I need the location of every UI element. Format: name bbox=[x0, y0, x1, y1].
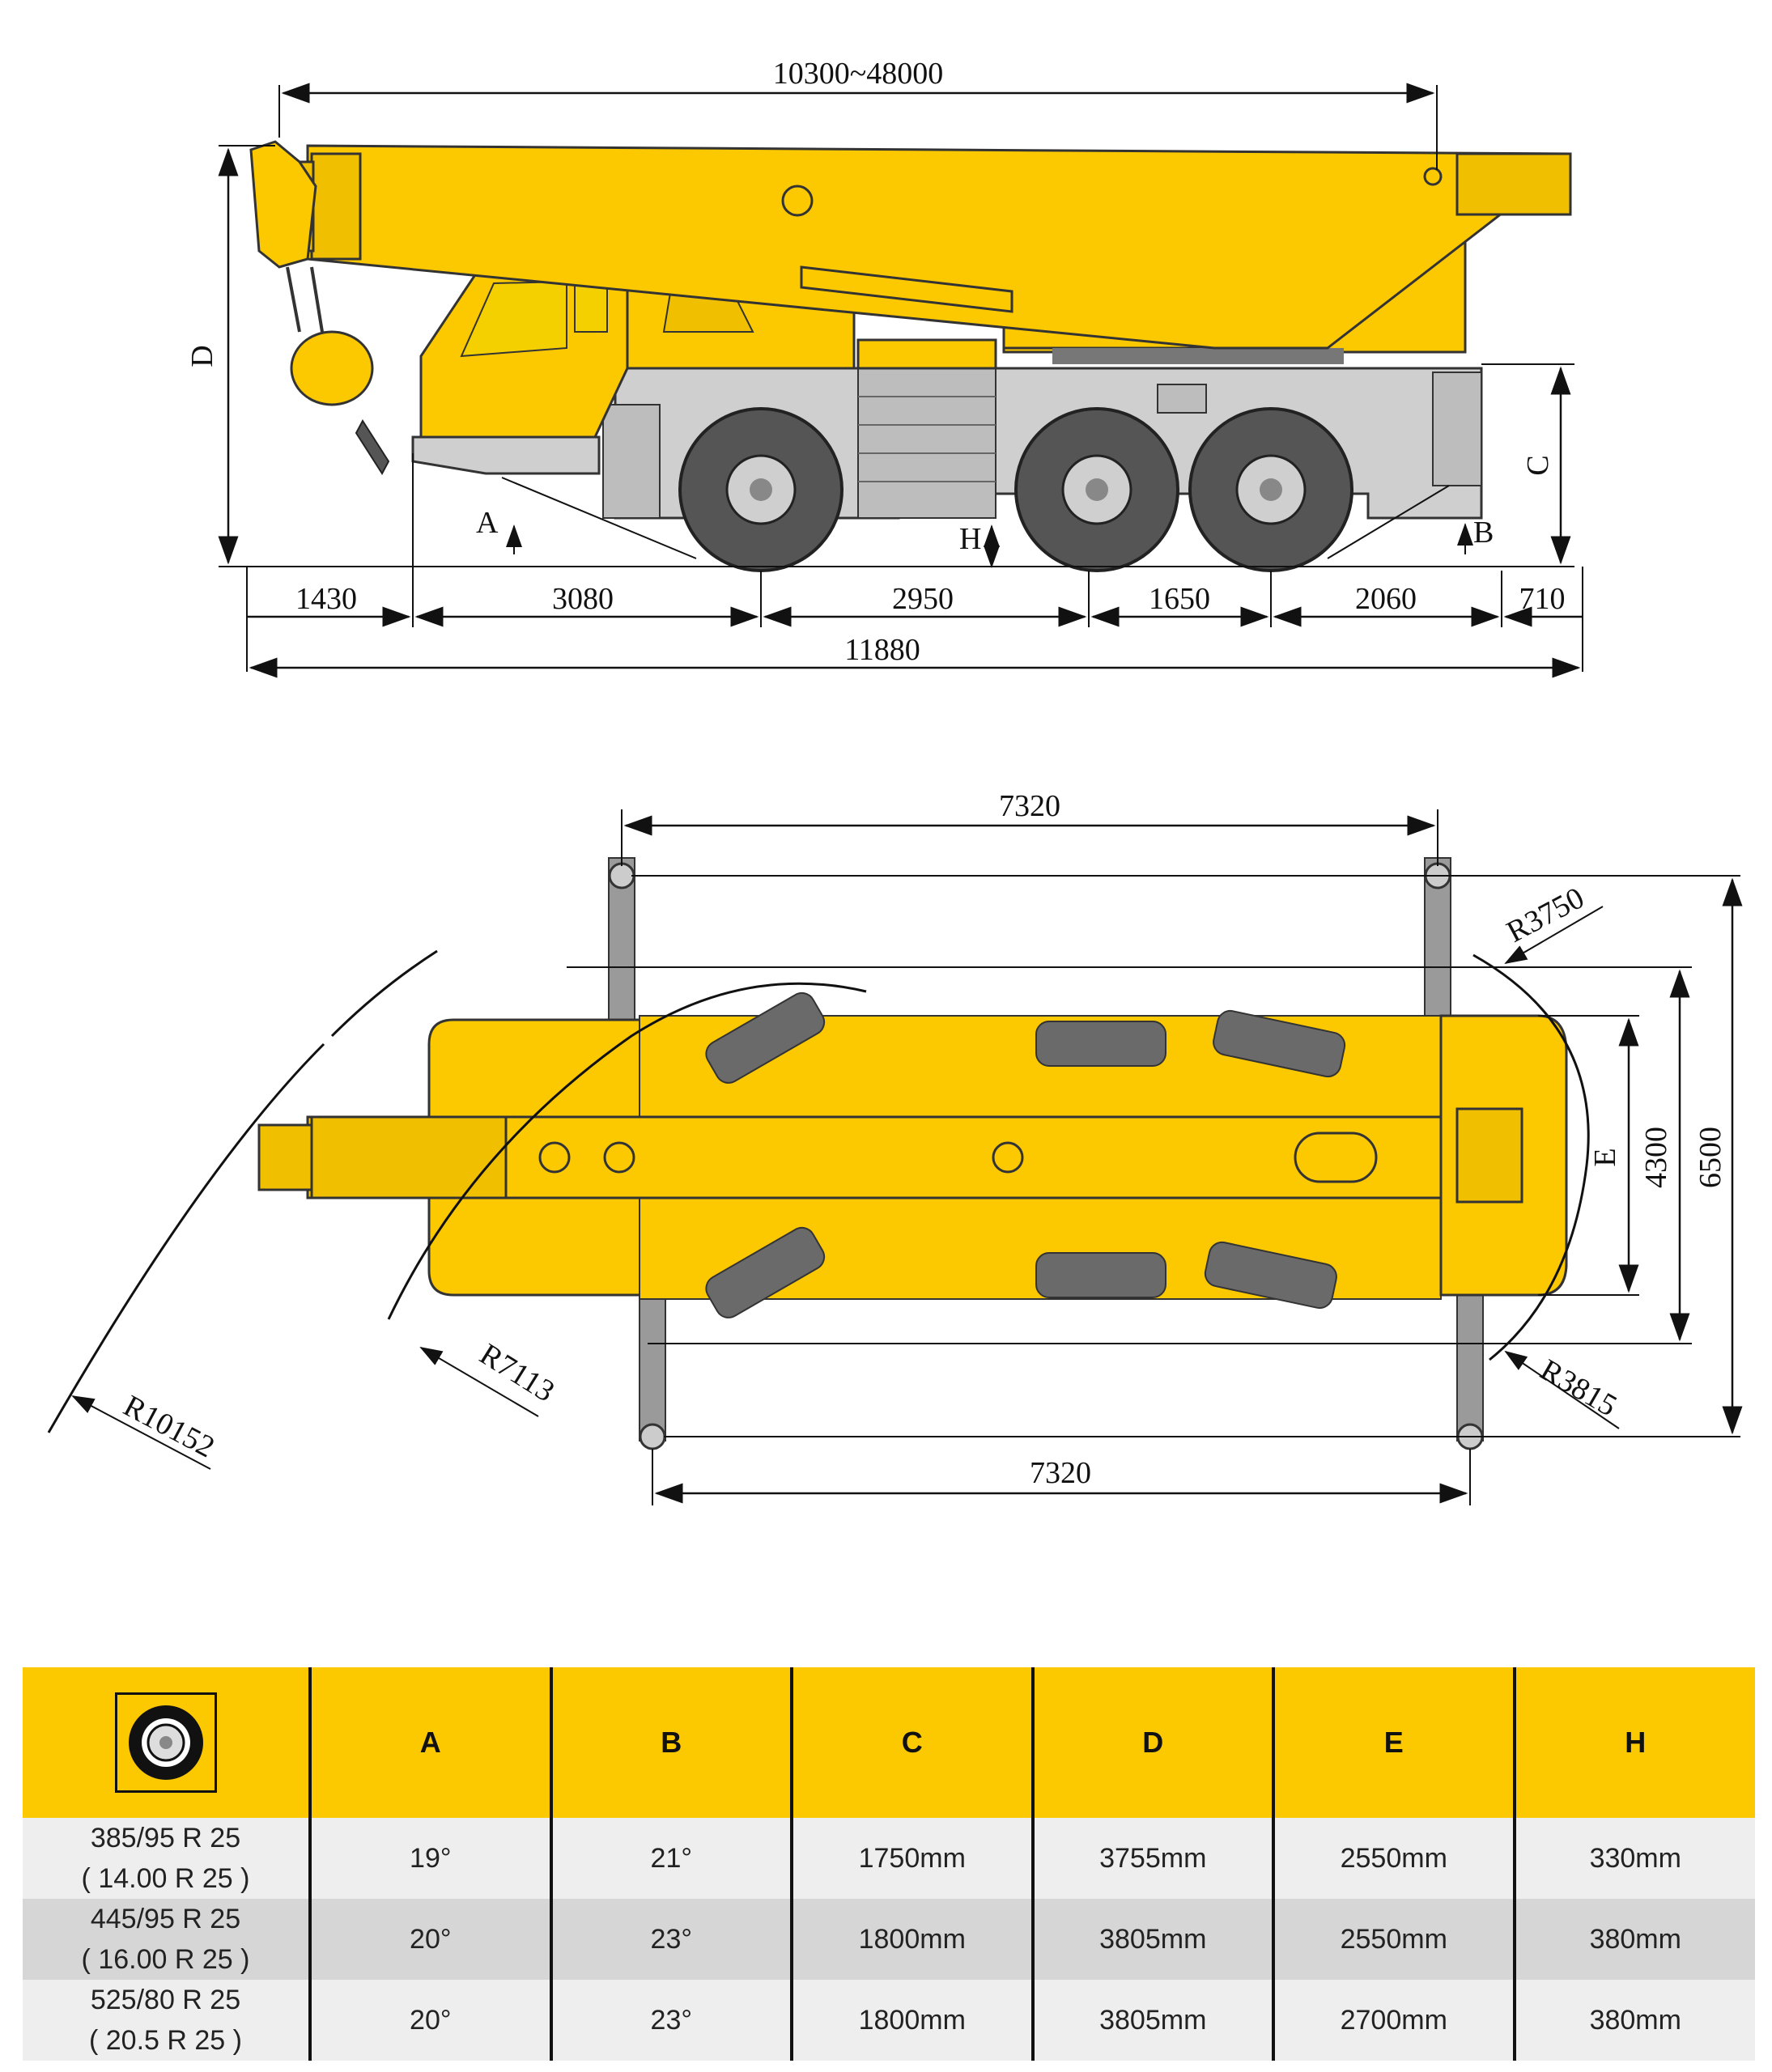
tire-icon bbox=[114, 1692, 217, 1793]
tire-header bbox=[23, 1667, 310, 1818]
cell-e: 2550mm bbox=[1272, 1899, 1515, 1980]
cell-d: 3805mm bbox=[1030, 1980, 1273, 2061]
label-width-4300: 4300 bbox=[1639, 1127, 1673, 1188]
label-710: 710 bbox=[1519, 582, 1566, 616]
cell-a: 19° bbox=[308, 1818, 551, 1899]
tire-size-cell: 445/95 R 25( 16.00 R 25 ) bbox=[23, 1899, 310, 1980]
wheel-2 bbox=[1014, 407, 1179, 572]
label-width-6500: 6500 bbox=[1693, 1127, 1727, 1188]
cell-b: 21° bbox=[549, 1818, 792, 1899]
cell-h: 330mm bbox=[1512, 1818, 1755, 1899]
outriggers bbox=[608, 857, 1484, 1450]
hook-block bbox=[249, 140, 390, 475]
cell-b: 23° bbox=[549, 1899, 792, 1980]
tire-size-cell: 385/95 R 25( 14.00 R 25 ) bbox=[23, 1818, 310, 1899]
cell-d: 3805mm bbox=[1030, 1899, 1273, 1980]
header-a: A bbox=[308, 1667, 551, 1818]
label-2060: 2060 bbox=[1355, 582, 1417, 616]
header-e: E bbox=[1272, 1667, 1515, 1818]
cell-a: 20° bbox=[308, 1899, 551, 1980]
dim-boom-range: 10300~48000 bbox=[278, 57, 1438, 170]
cell-e: 2700mm bbox=[1272, 1980, 1515, 2061]
label-boom-range: 10300~48000 bbox=[773, 57, 944, 91]
diagram-canvas: 10300~48000 D C A B H bbox=[47, 57, 1743, 1505]
side-view: 10300~48000 D C A B H bbox=[185, 57, 1583, 678]
label-h: H bbox=[959, 522, 981, 556]
cell-e: 2550mm bbox=[1272, 1818, 1515, 1899]
header-c: C bbox=[790, 1667, 1033, 1818]
cell-h: 380mm bbox=[1512, 1980, 1755, 2061]
tires-top bbox=[705, 991, 1346, 1318]
label-r3815: R3815 bbox=[1535, 1352, 1623, 1423]
dim-segments: 1430 3080 2950 1650 2060 710 11880 bbox=[246, 453, 1583, 678]
label-width-e: E bbox=[1588, 1148, 1622, 1166]
radius-r7113-arc bbox=[330, 949, 867, 1320]
table-row: 445/95 R 25( 16.00 R 25 ) 20° 23° 1800mm… bbox=[23, 1899, 1755, 1980]
label-r7113: R7113 bbox=[474, 1337, 560, 1409]
label-overall-length: 11880 bbox=[844, 633, 920, 667]
dim-d: D bbox=[185, 145, 275, 567]
cell-a: 20° bbox=[308, 1980, 551, 2061]
label-1430: 1430 bbox=[295, 582, 357, 616]
header-d: D bbox=[1030, 1667, 1273, 1818]
wheel-3 bbox=[1188, 407, 1353, 572]
cell-h: 380mm bbox=[1512, 1899, 1755, 1980]
table-header-row: A B C D E H bbox=[23, 1667, 1755, 1818]
dim-c: C bbox=[1481, 363, 1574, 567]
label-r10152: R10152 bbox=[118, 1389, 220, 1465]
approach-angle-line bbox=[501, 477, 697, 559]
label-2950: 2950 bbox=[892, 582, 954, 616]
label-c: C bbox=[1521, 455, 1555, 475]
label-span-bottom: 7320 bbox=[1030, 1456, 1091, 1490]
radius-r10152-arc bbox=[47, 1042, 325, 1433]
table-row: 525/80 R 25( 20.5 R 25 ) 20° 23° 1800mm … bbox=[23, 1980, 1755, 2061]
header-h: H bbox=[1512, 1667, 1755, 1818]
label-1650: 1650 bbox=[1149, 582, 1210, 616]
cell-b: 23° bbox=[549, 1980, 792, 2061]
cell-d: 3755mm bbox=[1030, 1818, 1273, 1899]
cell-c: 1750mm bbox=[790, 1818, 1033, 1899]
label-3080: 3080 bbox=[552, 582, 614, 616]
label-a: A bbox=[476, 506, 499, 540]
tire-size-cell: 525/80 R 25( 20.5 R 25 ) bbox=[23, 1980, 310, 2061]
wheel-1 bbox=[678, 407, 844, 572]
cell-c: 1800mm bbox=[790, 1899, 1033, 1980]
departure-angle-line bbox=[1327, 485, 1450, 559]
radius-r3750-arc bbox=[1472, 953, 1590, 1361]
label-b: B bbox=[1473, 516, 1494, 550]
table-row: 385/95 R 25( 14.00 R 25 ) 19° 21° 1750mm… bbox=[23, 1818, 1755, 1899]
label-span-top: 7320 bbox=[999, 789, 1060, 823]
header-b: B bbox=[549, 1667, 792, 1818]
tire-spec-table: A B C D E H 385/95 R 25( 14.00 R 25 ) 19… bbox=[23, 1667, 1755, 2061]
cell-c: 1800mm bbox=[790, 1980, 1033, 2061]
top-view: R10152 R7113 R3750 R3815 7320 7320 E 430… bbox=[47, 789, 1743, 1505]
label-d: D bbox=[185, 345, 219, 367]
